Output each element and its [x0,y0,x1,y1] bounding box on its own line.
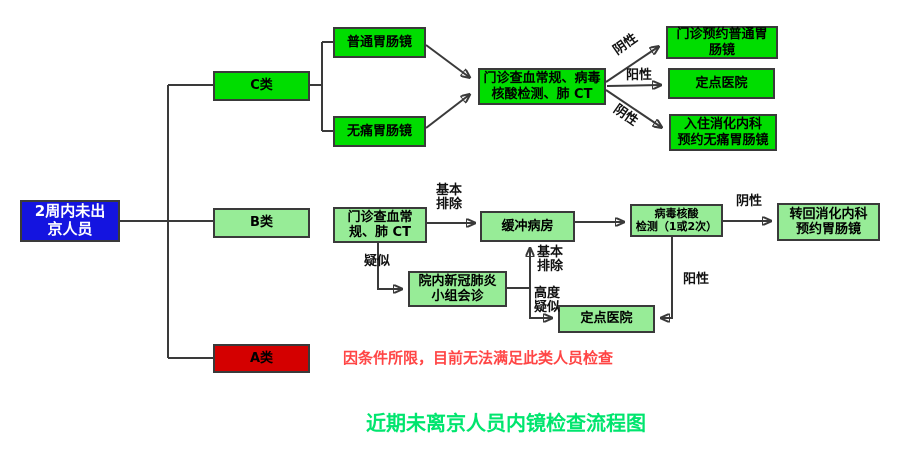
flow-node-designated-hospital-c: 定点医院 [668,68,775,99]
arrow-connectors [377,44,770,318]
flow-node-admit-gastro-painless-endoscopy: 入住消化内科 预约无痛胃肠镜 [669,114,777,151]
flow-node-category-b: B类 [213,208,310,238]
flow-node-category-a: A类 [213,344,310,373]
flow-node-buffer-ward: 缓冲病房 [480,211,575,242]
flow-node-return-gastro-book-endoscopy: 转回消化内科 预约胃肠镜 [777,203,880,241]
flow-node-category-c: C类 [213,71,310,101]
edge-label-negative-b: 阴性 [736,194,763,209]
edge-label-positive-b: 阳性 [683,272,710,287]
edge-label-basically-excluded-1: 基本 排除 [436,183,463,213]
category-a-limitation-note: 因条件所限，目前无法满足此类人员检查 [343,349,614,367]
flow-node-painless-endoscopy: 无痛胃肠镜 [333,116,426,147]
flow-node-outpatient-blood-nucleic-ct: 门诊查血常规、病毒 核酸检测、肺 CT [478,68,606,105]
flow-node-outpatient-blood-ct: 门诊查血常 规、肺 CT [333,207,427,243]
edge-label-basically-excluded-2: 基本 排除 [537,245,564,275]
edge-label-suspected: 疑似 [364,254,391,269]
flow-node-nucleic-acid-test: 病毒核酸 检测（1或2次） [630,204,723,237]
edge-label-positive-c: 阳性 [626,68,653,83]
flow-node-outpatient-book-regular-endoscopy: 门诊预约普通胃 肠镜 [666,26,778,59]
flow-node-designated-hospital-b: 定点医院 [558,305,655,333]
flow-node-regular-endoscopy: 普通胃肠镜 [333,27,426,58]
flow-node-covid-panel-consult: 院内新冠肺炎 小组会诊 [408,271,507,307]
flow-node-start: 2周内未出 京人员 [20,200,120,242]
plain-connectors [120,41,333,359]
diagram-title: 近期未离京人员内镜检查流程图 [366,411,646,435]
edge-label-highly-suspected: 高度 疑似 [534,286,561,316]
